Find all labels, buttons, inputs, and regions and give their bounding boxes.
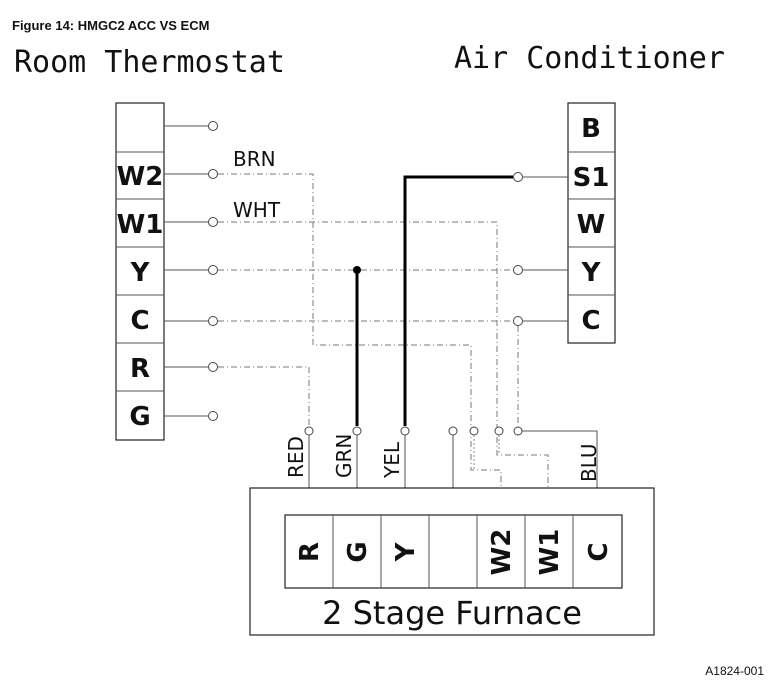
thermostat-terminal-g: G [129, 402, 150, 432]
terminal-node [513, 316, 523, 326]
lead-node [448, 426, 458, 436]
ac-terminal-s1: S1 [573, 163, 610, 193]
air-conditioner-title: Air Conditioner [454, 41, 725, 76]
ac-connectors [513, 172, 568, 326]
lead-node [469, 426, 479, 436]
furnace-terminal-w1: W1 [535, 529, 565, 576]
terminal-node [513, 265, 523, 275]
wire-label-blu: BLU [577, 443, 601, 482]
thermostat-connectors [164, 121, 218, 421]
furnace: R G Y W2 W1 C 2 Stage Furnace [249, 487, 655, 636]
junction-dot [353, 266, 361, 274]
thermostat-terminal-w2: W2 [117, 162, 164, 192]
furnace-title: 2 Stage Furnace [322, 594, 582, 632]
thermostat-terminal-y: Y [130, 258, 151, 288]
terminal-node [513, 172, 523, 182]
terminal-node [208, 217, 218, 227]
terminal-node [208, 265, 218, 275]
lead-node [400, 426, 410, 436]
lead-node [304, 426, 314, 436]
terminal-node [208, 411, 218, 421]
ac-terminal-y: Y [581, 258, 602, 288]
ac-terminal-w: W [577, 210, 606, 240]
thermostat-terminal-r: R [130, 354, 150, 384]
lead-node [494, 426, 504, 436]
thermostat-terminal-c: C [130, 306, 149, 336]
lead-node [513, 426, 523, 436]
wire-label-wht: WHT [233, 198, 281, 222]
terminal-node [208, 169, 218, 179]
ac-terminal-b: B [581, 114, 601, 144]
reference-code: A1824-001 [705, 664, 764, 678]
thermostat-block-outline [115, 102, 165, 441]
terminal-node [208, 121, 218, 131]
terminal-node [208, 362, 218, 372]
furnace-terminal-g: G [343, 541, 373, 562]
wire-label-grn: GRN [332, 434, 356, 478]
low-voltage-jumpers [353, 175, 513, 426]
terminal-node [208, 316, 218, 326]
thermostat-title: Room Thermostat [14, 45, 285, 80]
furnace-terminal-strip [284, 514, 623, 589]
ac-block-outline [567, 102, 616, 344]
air-conditioner-terminal-block: B S1 W Y C [567, 102, 616, 344]
wire-label-yel: YEL [380, 441, 404, 479]
furnace-terminal-c: C [584, 542, 614, 561]
furnace-terminal-y: Y [391, 541, 421, 562]
furnace-terminal-w2: W2 [487, 529, 517, 576]
furnace-lead-nodes [304, 426, 523, 436]
ac-terminal-c: C [581, 306, 600, 336]
lead-line-blu [522, 430, 598, 515]
wire-r [218, 366, 310, 426]
wire-yel [403, 175, 513, 426]
wire-label-red: RED [284, 436, 308, 478]
furnace-terminal-r: R [295, 542, 325, 562]
thermostat-terminal-w1: W1 [117, 210, 164, 240]
wire-label-brn: BRN [233, 147, 276, 171]
figure-caption: Figure 14: HMGC2 ACC VS ECM [12, 18, 209, 33]
thermostat-terminal-block: W2 W1 Y C R G [115, 102, 165, 441]
wire-brn-w2 [218, 173, 502, 515]
